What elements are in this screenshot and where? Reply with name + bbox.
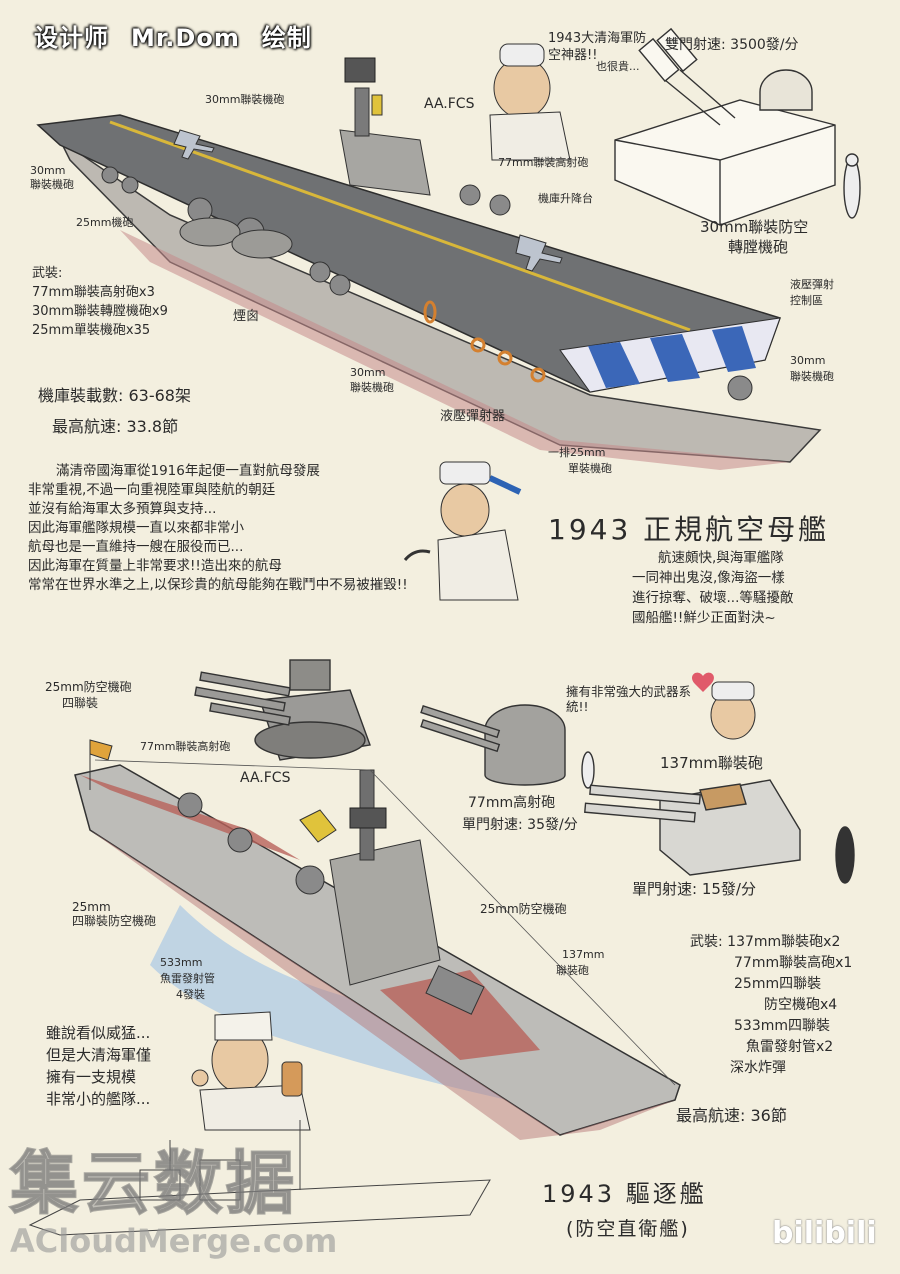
label-25mm-mid: 25mm防空機砲 bbox=[480, 902, 567, 916]
label-aa-fcs: AA.FCS bbox=[424, 96, 475, 112]
designer-credit: 设计师 Mr.Dom 绘制 bbox=[34, 18, 334, 53]
carrier-aircraft: 機庫裝載數: 63-68架 bbox=[38, 386, 191, 405]
destroyer-armament-0: 武裝: 137mm聯裝砲x2 bbox=[690, 934, 841, 950]
label-25mm-quad-1: 25mm防空機砲 bbox=[45, 680, 132, 694]
carrier-cartoon-title: 1943大清海軍防空神器!! bbox=[548, 31, 647, 63]
sailor-line-1: 但是大清海軍僅 bbox=[46, 1046, 152, 1064]
watermark-cn: 集云数据 bbox=[9, 1144, 299, 1225]
history-line-0: 滿清帝國海軍從1916年起便一直對航母發展 bbox=[56, 463, 320, 479]
label-30mm-top: 30mm聯裝機砲 bbox=[205, 93, 285, 106]
label-137mm-2: 聯裝砲 bbox=[556, 964, 589, 977]
turret-25mm-quad-sketch bbox=[194, 659, 371, 761]
label-destroyer-aa-fcs: AA.FCS bbox=[240, 770, 291, 786]
carrier-speed: 最高航速: 33.8節 bbox=[52, 417, 179, 436]
label-destroyer-77mm: 77mm聯裝高射砲 bbox=[140, 740, 231, 753]
destroyer-armament-2: 25mm四聯裝 bbox=[734, 976, 822, 992]
label-30mm-mid-1: 30mm bbox=[350, 366, 386, 379]
destroyer-title: 1943 驅逐艦 bbox=[542, 1180, 707, 1208]
destroyer-speed: 最高航速: 36節 bbox=[676, 1106, 787, 1125]
carrier-title: 1943 正規航空母艦 bbox=[548, 513, 830, 546]
destroyer-armament-4: 533mm四聯裝 bbox=[734, 1018, 830, 1034]
label-30mm-right-1: 30mm bbox=[790, 354, 826, 367]
label-25mm-side-2: 四聯裝防空機砲 bbox=[72, 914, 157, 928]
credit-author: Mr.Dom bbox=[131, 24, 240, 52]
aircraft-carrier-drawing bbox=[36, 57, 822, 470]
label-137mm-1: 137mm bbox=[562, 948, 605, 961]
sailor-text: 雖說看似威猛... 但是大清海軍僅 擁有一支規模 非常小的艦隊... bbox=[46, 1022, 151, 1110]
carrier-armament-0: 武裝: bbox=[32, 266, 63, 281]
turret-rate: 雙門射速: 3500發/分 bbox=[665, 37, 799, 53]
label-77mm: 77mm聯裝高射砲 bbox=[498, 156, 589, 169]
destroyer-armament-3: 防空機砲x4 bbox=[764, 997, 838, 1013]
label-torpedo-2: 魚雷發射管 bbox=[160, 972, 215, 985]
tactics-line-3: 國船艦!!鮮少正面對決~ bbox=[632, 610, 776, 626]
history-line-6: 常常在世界水準之上,以保珍貴的航母能夠在戰鬥中不易被摧毀!! bbox=[28, 577, 408, 593]
carrier-armament-1: 77mm聯裝高射砲x3 bbox=[32, 285, 155, 300]
officer-heart-cartoon bbox=[692, 672, 756, 740]
turret-77mm-sketch bbox=[420, 704, 595, 789]
tactics-line-0: 航速頗快,與海軍艦隊 bbox=[658, 550, 784, 566]
carrier-history: 滿清帝國海軍從1916年起便一直對航母發展 非常重視,不過一向重視陸軍與陸航的朝… bbox=[28, 462, 408, 595]
carrier-tactics: 航速頗快,與海軍艦隊 一同神出鬼沒,像海盜一樣 進行掠奪、破壞...等騷擾敵 國… bbox=[632, 548, 793, 628]
history-line-5: 因此海軍在質量上非常要求!!造出來的航母 bbox=[28, 558, 282, 574]
label-30mm-left-1: 30mm bbox=[30, 164, 66, 177]
turret-name-2: 轉膛機砲 bbox=[728, 238, 789, 256]
destroyer-pencil-sketch bbox=[28, 1120, 491, 1236]
label-lift: 機庫升降台 bbox=[538, 192, 593, 205]
turret-137mm-sketch bbox=[584, 779, 855, 884]
credit-action: 绘制 bbox=[261, 24, 312, 52]
label-25mm: 25mm機砲 bbox=[76, 216, 134, 229]
destroyer-armament-1: 77mm聯裝高砲x1 bbox=[734, 955, 853, 971]
label-torpedo-3: 4發裝 bbox=[176, 988, 205, 1001]
history-line-2: 並沒有給海軍太多預算與支持... bbox=[28, 501, 217, 517]
destroyer-cartoon-text: 擁有非常強大的武器系統!! bbox=[566, 684, 692, 714]
tactics-line-1: 一同神出鬼沒,像海盜一樣 bbox=[632, 570, 785, 586]
destroyer-drawing bbox=[74, 739, 681, 1140]
destroyer-subtitle: (防空直衛艦) bbox=[566, 1218, 690, 1240]
turret-name-1: 30mm聯裝防空 bbox=[700, 218, 809, 236]
officer-cartoon-top bbox=[489, 43, 571, 161]
bilibili-logo: bilibili bbox=[772, 1216, 877, 1251]
label-25mm-row-2: 單裝機砲 bbox=[568, 462, 612, 475]
label-30mm-left-2: 聯裝機砲 bbox=[30, 178, 74, 191]
sailor-line-3: 非常小的艦隊... bbox=[46, 1090, 151, 1108]
officer-pipe-cartoon bbox=[403, 461, 522, 601]
carrier-armament-3: 25mm單裝機砲x35 bbox=[32, 323, 151, 338]
watermark-url: ACloudMerge.com bbox=[10, 1222, 338, 1260]
destroyer-armament-6: 深水炸彈 bbox=[730, 1060, 786, 1076]
label-137mm-gun: 137mm聯裝砲 bbox=[660, 754, 763, 772]
label-30mm-mid-2: 聯裝機砲 bbox=[350, 381, 394, 394]
destroyer-armament: 武裝: 137mm聯裝砲x2 77mm聯裝高砲x1 25mm四聯裝 防空機砲x4… bbox=[690, 932, 852, 1079]
label-catapult: 液壓彈射器 bbox=[440, 409, 506, 424]
turret-30mm-sketch bbox=[614, 27, 861, 226]
label-25mm-side-1: 25mm bbox=[72, 900, 111, 914]
label-funnel: 煙囪 bbox=[233, 309, 260, 324]
label-catapult-ctrl-2: 控制區 bbox=[790, 294, 823, 307]
sailor-cartoon bbox=[191, 1011, 311, 1131]
tactics-line-2: 進行掠奪、破壞...等騷擾敵 bbox=[632, 590, 794, 606]
history-line-3: 因此海軍艦隊規模一直以來都非常小 bbox=[28, 520, 244, 536]
label-torpedo-1: 533mm bbox=[160, 956, 203, 969]
label-catapult-ctrl-1: 液壓彈射 bbox=[790, 278, 834, 291]
destroyer-armament-5: 魚雷發射管x2 bbox=[746, 1039, 834, 1055]
label-30mm-right-2: 聯裝機砲 bbox=[790, 370, 834, 383]
credit-label: 设计师 bbox=[34, 24, 109, 52]
history-line-1: 非常重視,不過一向重視陸軍與陸航的朝廷 bbox=[28, 482, 276, 498]
gun137-rate: 單門射速: 15發/分 bbox=[632, 880, 756, 898]
history-line-4: 航母也是一直維持一艘在服役而已... bbox=[28, 539, 244, 555]
label-77mm-gun: 77mm高射砲 bbox=[468, 795, 556, 811]
carrier-armament: 武裝: 77mm聯裝高射砲x3 30mm聯裝轉膛機砲x9 25mm單裝機砲x35 bbox=[32, 264, 168, 340]
label-25mm-quad-2: 四聯裝 bbox=[62, 696, 99, 710]
sailor-line-2: 擁有一支規模 bbox=[46, 1068, 137, 1086]
carrier-cartoon-small: 也很貴... bbox=[596, 60, 640, 73]
gun77-rate: 單門射速: 35發/分 bbox=[462, 817, 578, 833]
carrier-armament-2: 30mm聯裝轉膛機砲x9 bbox=[32, 304, 168, 319]
sailor-line-0: 雖說看似威猛... bbox=[46, 1024, 151, 1042]
label-25mm-row-1: 一排25mm bbox=[548, 446, 606, 459]
